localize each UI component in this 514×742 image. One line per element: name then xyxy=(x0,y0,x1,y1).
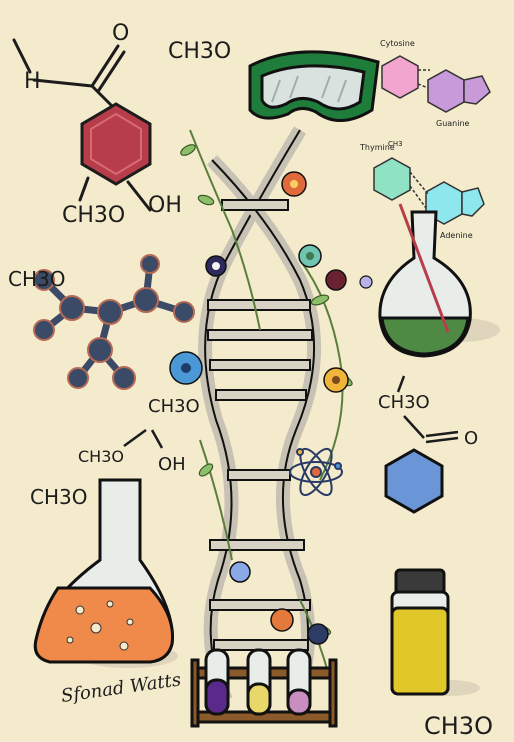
cytosine-guanine-pair xyxy=(381,55,491,113)
flower-navy-bottom xyxy=(307,623,329,645)
flower-yellow xyxy=(323,367,349,393)
adenine-label: Adenine xyxy=(440,231,473,240)
flower-blue-bottom xyxy=(229,561,251,583)
ch3o-mid-label-2: CH3O xyxy=(78,447,124,466)
ch3o-bottom-label: CH3O xyxy=(424,712,493,740)
test-tube-rack xyxy=(190,648,338,728)
yellow-vial xyxy=(390,568,480,696)
ch3o-top-label: CH3O xyxy=(168,39,231,64)
oh-mid-label: OH xyxy=(158,454,186,475)
erlenmeyer-flask xyxy=(33,478,178,668)
guanine-label: Guanine xyxy=(436,119,470,128)
o-label: O xyxy=(112,21,129,46)
vines xyxy=(189,129,344,681)
flower-dark-red xyxy=(325,269,347,291)
flower-orange-top xyxy=(281,171,307,197)
adenine-ring-2 xyxy=(461,187,485,217)
flower-small-lilac xyxy=(359,275,373,289)
right-bonds xyxy=(396,375,459,444)
ch3o-right-label: CH3O xyxy=(378,392,430,413)
guanine-ring-2 xyxy=(463,75,491,105)
o-right-label: O xyxy=(464,428,478,449)
blue-hexagon xyxy=(384,448,444,514)
thymine-ring xyxy=(373,157,411,201)
ch3o-molecule-label: CH3O xyxy=(8,267,65,291)
flower-blue-left xyxy=(169,351,203,385)
navy-ball-molecule xyxy=(33,254,195,390)
dna-helix xyxy=(198,126,322,703)
cytosine-label: Cytosine xyxy=(380,39,415,48)
aldehyde-molecule xyxy=(12,38,152,212)
thymine-label: Thymine xyxy=(359,143,395,152)
flower-purple xyxy=(205,255,227,277)
ch3o-ring-label: CH3O xyxy=(62,203,125,228)
ch3o-left-flask-label: CH3O xyxy=(30,485,87,509)
ch3o-mid-label-1: CH3O xyxy=(148,396,200,417)
round-flask xyxy=(378,203,500,358)
ch3-small-label: CH3 xyxy=(388,140,403,148)
flower-teal xyxy=(298,244,322,268)
red-hexagon-inner xyxy=(90,112,142,176)
cytosine-ring xyxy=(381,55,419,99)
h-label: H xyxy=(24,69,41,94)
flower-orange-bottom xyxy=(270,608,294,632)
oh-ring-label: OH xyxy=(148,193,182,218)
mid-bonds xyxy=(123,428,164,449)
safety-goggles xyxy=(248,50,380,122)
atom-icon xyxy=(289,447,343,497)
guanine-ring xyxy=(427,69,465,113)
